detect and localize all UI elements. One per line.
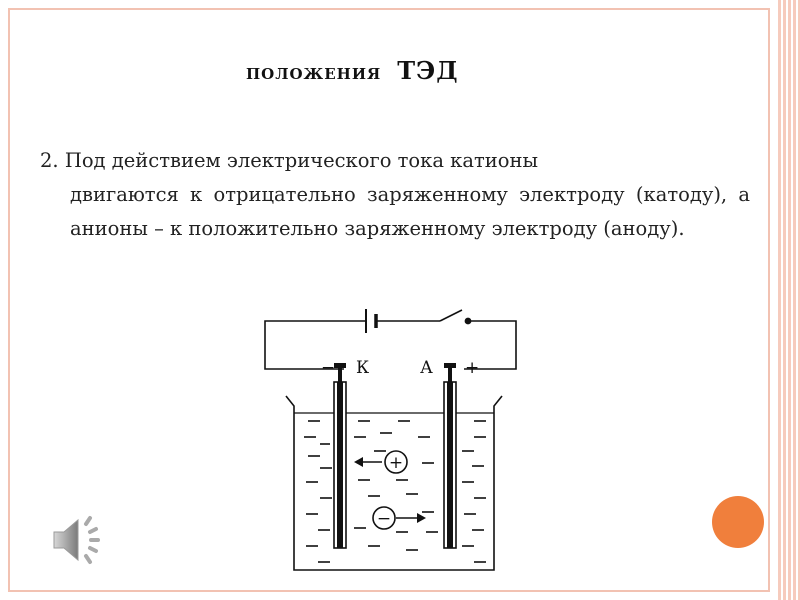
paragraph-rest: двигаются к отрицательно заряженному эле… bbox=[70, 183, 750, 240]
anode-rod bbox=[443, 381, 457, 549]
speaker-icon[interactable] bbox=[50, 512, 110, 568]
cation-arrow bbox=[354, 457, 382, 467]
accent-circle bbox=[712, 496, 764, 548]
title-big: ТЭД bbox=[397, 56, 459, 85]
minus-sign: − bbox=[321, 358, 335, 378]
anion-circle bbox=[372, 506, 396, 530]
title-small: ПОЛОЖЕНИЯ bbox=[246, 65, 382, 83]
cation-circle bbox=[384, 450, 408, 474]
battery-symbol bbox=[365, 309, 378, 333]
anode-label: А bbox=[420, 358, 433, 378]
paragraph-first-line: 2. Под действием электрического тока кат… bbox=[40, 149, 538, 172]
slide-title: ПОЛОЖЕНИЯ ТЭД bbox=[246, 56, 459, 85]
anion-symbol: − bbox=[377, 509, 391, 529]
plus-sign: + bbox=[465, 358, 479, 378]
item-number: 2. bbox=[40, 149, 59, 172]
paragraph-first: Под действием электрического тока катион… bbox=[64, 149, 539, 172]
vessel bbox=[285, 395, 503, 571]
cation-symbol: + bbox=[389, 453, 403, 473]
cathode-rod bbox=[333, 381, 347, 549]
electrolysis-diagram: − К А + bbox=[264, 309, 517, 571]
decorative-band bbox=[778, 0, 800, 600]
anode-terminal bbox=[444, 363, 456, 382]
circuit-wires bbox=[264, 320, 517, 370]
solution-dashes bbox=[304, 420, 486, 563]
slide-border bbox=[8, 8, 770, 592]
cathode-terminal bbox=[334, 363, 346, 382]
body-paragraph: 2. Под действием электрического тока кат… bbox=[40, 144, 750, 246]
cathode-label: К bbox=[356, 358, 369, 378]
anion-arrow bbox=[396, 513, 426, 523]
switch-symbol bbox=[439, 309, 472, 325]
